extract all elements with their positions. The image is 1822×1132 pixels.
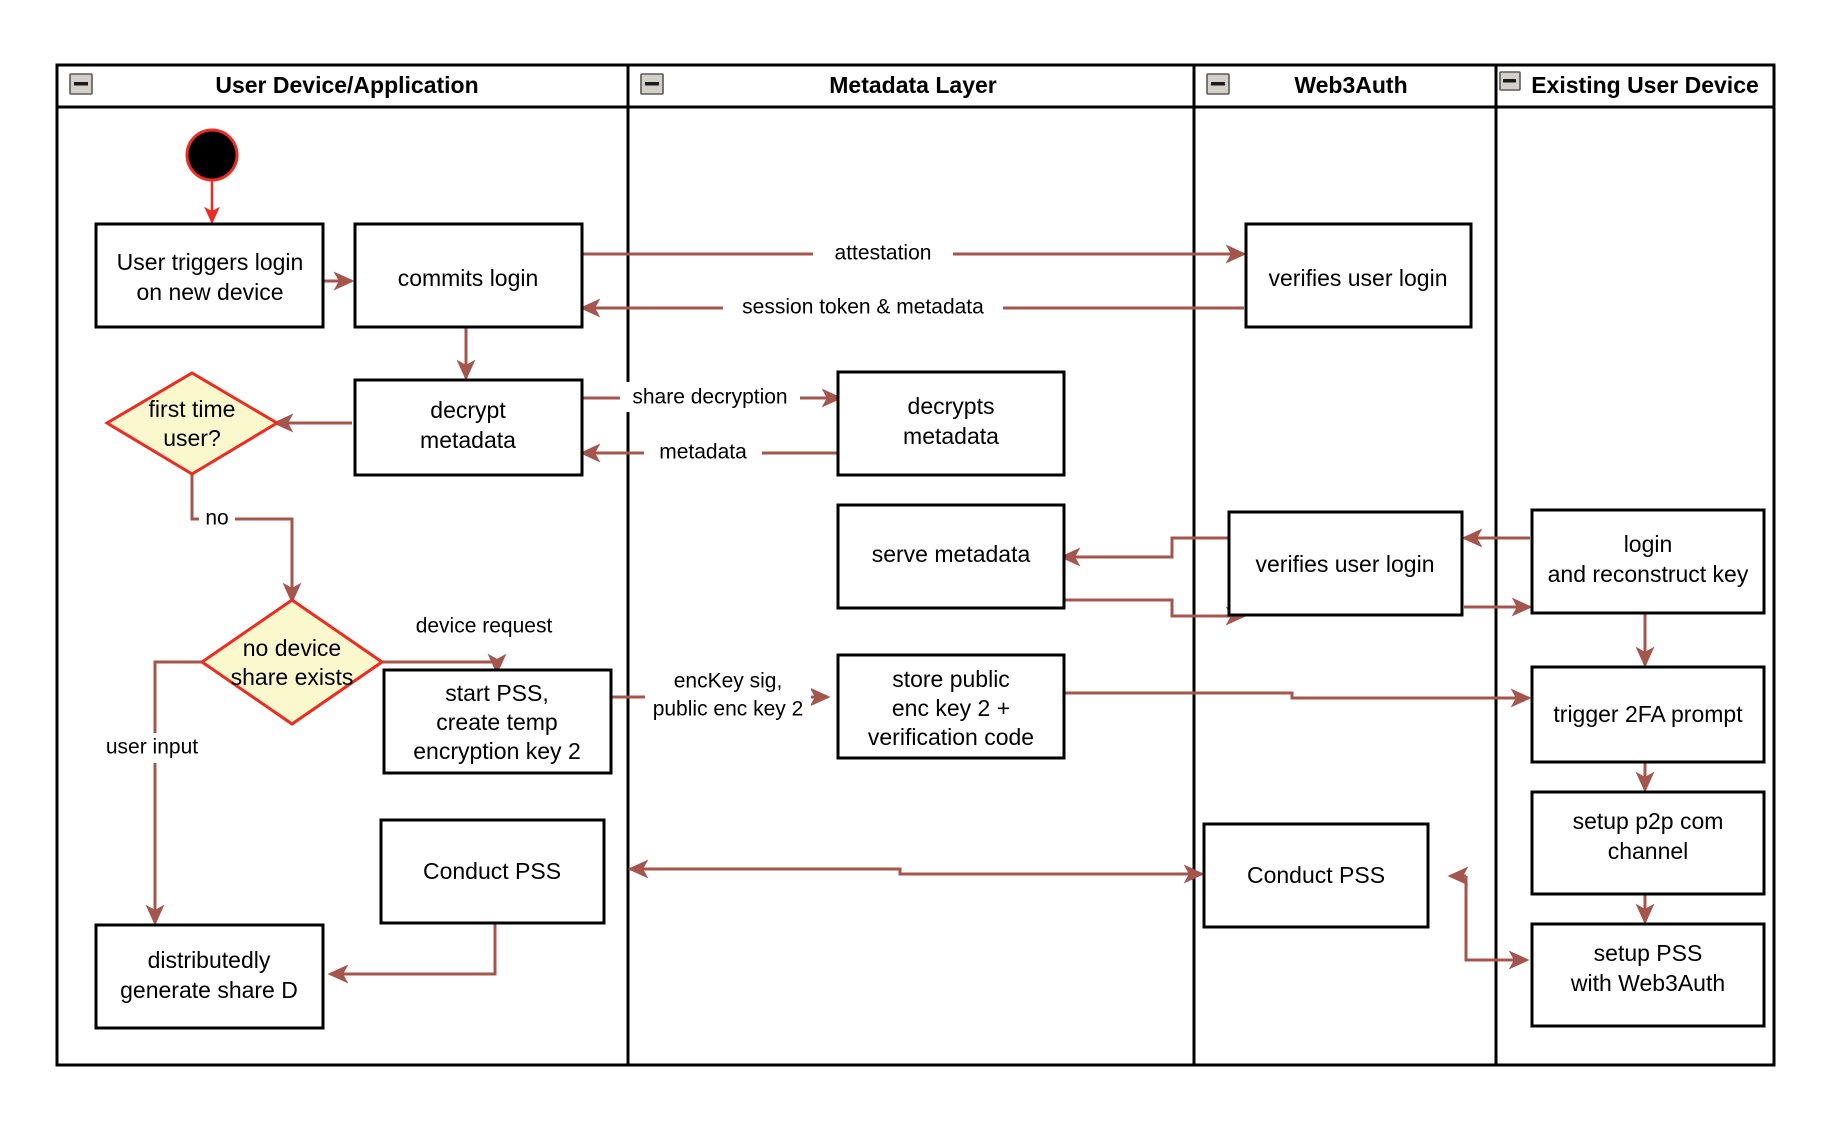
lane-title-user-device: User Device/Application [215, 72, 478, 98]
edge-label-session-token-metadata: session token & metadata [723, 292, 1003, 322]
node-verifies-user-login-2[interactable]: verifies user login [1227, 510, 1464, 617]
node-label-line: trigger 2FA prompt [1553, 701, 1743, 727]
lane-title-metadata: Metadata Layer [829, 72, 997, 98]
node-distributedly-generate-share-d[interactable]: distributedly generate share D [94, 923, 325, 1030]
node-start-pss-create-temp-key[interactable]: start PSS, create temp encryption key 2 [382, 668, 613, 775]
edge-branch-to-setup-pss [1464, 876, 1530, 970]
node-user-triggers-login[interactable]: User triggers login on new device [94, 222, 325, 329]
node-conduct-pss-user[interactable]: Conduct PSS [379, 818, 606, 925]
start-circle-icon[interactable] [185, 128, 239, 182]
lane-header-existing-device[interactable]: Existing User Device [1499, 71, 1759, 98]
node-label-line: encryption key 2 [413, 738, 580, 764]
svg-text:encKey sig,: encKey sig, [674, 670, 783, 693]
node-label-line: User triggers login [117, 249, 304, 275]
node-start[interactable] [185, 128, 239, 182]
node-first-time-user[interactable]: first time user? [104, 371, 280, 476]
node-decrypt-metadata[interactable]: decrypt metadata [353, 378, 584, 477]
minus-box-icon[interactable] [69, 73, 93, 95]
node-label-line: enc key 2 + [892, 695, 1010, 721]
lane-header-user-device[interactable]: User Device/Application [69, 72, 479, 98]
node-label-line: no device [243, 635, 341, 661]
edge-no-to-no-device-share [190, 474, 302, 604]
node-trigger-2fa-prompt[interactable]: trigger 2FA prompt [1530, 665, 1766, 764]
node-label-line: setup p2p com [1573, 808, 1724, 834]
edge-label-enckey-sig: encKey sig, public enc key 2 [645, 665, 811, 727]
node-label-line: and reconstruct key [1548, 561, 1749, 587]
svg-text:share decryption: share decryption [632, 386, 787, 409]
edge-verifies-to-serve-metadata [1059, 536, 1244, 567]
svg-text:user input: user input [106, 736, 198, 759]
edge-user-input [145, 660, 203, 926]
svg-text:no: no [205, 507, 228, 530]
node-label-line: serve metadata [872, 541, 1031, 567]
node-label-line: user? [163, 425, 221, 451]
node-label-line: commits login [398, 265, 539, 291]
node-label-line: Conduct PSS [423, 858, 561, 884]
edge-label-share-decryption: share decryption [620, 382, 800, 412]
lane-title-existing-device: Existing User Device [1531, 72, 1759, 98]
edge-labels-group: attestation session token & metadata sha… [93, 238, 1003, 763]
edge-serve-metadata-to-verifies [1062, 598, 1247, 626]
edge-label-metadata: metadata [644, 437, 762, 467]
svg-text:device request: device request [416, 615, 553, 638]
node-label-line: on new device [136, 279, 283, 305]
node-verifies-user-login-1[interactable]: verifies user login [1244, 222, 1473, 329]
node-label-line: metadata [420, 427, 516, 453]
svg-text:session token & metadata: session token & metadata [742, 296, 984, 319]
lane-title-web3auth: Web3Auth [1294, 72, 1407, 98]
node-decrypts-metadata[interactable]: decrypts metadata [836, 370, 1066, 477]
node-label-line: Conduct PSS [1247, 862, 1385, 888]
node-commits-login[interactable]: commits login [353, 222, 584, 329]
minus-box-icon[interactable] [640, 73, 664, 95]
node-label-line: metadata [903, 423, 999, 449]
node-serve-metadata[interactable]: serve metadata [836, 503, 1066, 610]
edge-store-key-to-trigger-2fa [1062, 688, 1532, 708]
node-label-line: generate share D [120, 977, 298, 1003]
minus-box-icon[interactable] [1499, 71, 1521, 91]
node-label-line: first time [149, 396, 236, 422]
edge-label-device-request: device request [399, 612, 569, 642]
node-no-device-share-exists[interactable]: no device share exists [199, 598, 385, 726]
lane-header-web3auth[interactable]: Web3Auth [1206, 72, 1408, 98]
node-setup-pss-with-web3auth[interactable]: setup PSS with Web3Auth [1530, 922, 1766, 1028]
node-login-and-reconstruct-key[interactable]: login and reconstruct key [1530, 508, 1766, 615]
node-label-line: decrypt [430, 397, 506, 423]
edge-conduct-pss-to-generate-share-d [327, 922, 497, 984]
node-label-line: share exists [231, 664, 354, 690]
svg-text:metadata: metadata [659, 441, 747, 464]
edge-conduct-pss-user-to-web3auth-left [627, 859, 1202, 879]
node-label-line: create temp [436, 709, 557, 735]
node-label-line: store public [892, 666, 1010, 692]
node-label-line: distributedly [148, 947, 271, 973]
lane-header-metadata[interactable]: Metadata Layer [640, 72, 997, 98]
edge-label-user-input: user input [93, 733, 211, 763]
edge-label-no: no [199, 504, 235, 534]
edges-group [145, 173, 1655, 984]
svg-text:attestation: attestation [835, 242, 932, 265]
node-label-line: login [1624, 531, 1673, 557]
node-setup-p2p-com-channel[interactable]: setup p2p com channel [1530, 790, 1766, 896]
node-store-public-enc-key[interactable]: store public enc key 2 + verification co… [836, 653, 1066, 760]
node-label-line: verification code [868, 724, 1034, 750]
node-label-line: channel [1608, 838, 1689, 864]
node-label-line: decrypts [908, 393, 995, 419]
svg-text:public enc key 2: public enc key 2 [653, 698, 804, 721]
node-label-line: with Web3Auth [1570, 970, 1725, 996]
decision-diamond-shape[interactable] [104, 371, 280, 476]
node-label-line: setup PSS [1594, 940, 1703, 966]
node-label-line: start PSS, [445, 680, 549, 706]
node-conduct-pss-web3auth[interactable]: Conduct PSS [1202, 822, 1430, 929]
node-label-line: verifies user login [1256, 551, 1435, 577]
decision-diamond-shape[interactable] [199, 598, 385, 726]
node-label-line: verifies user login [1269, 265, 1448, 291]
edge-label-attestation: attestation [813, 238, 953, 268]
minus-box-icon[interactable] [1206, 73, 1230, 95]
